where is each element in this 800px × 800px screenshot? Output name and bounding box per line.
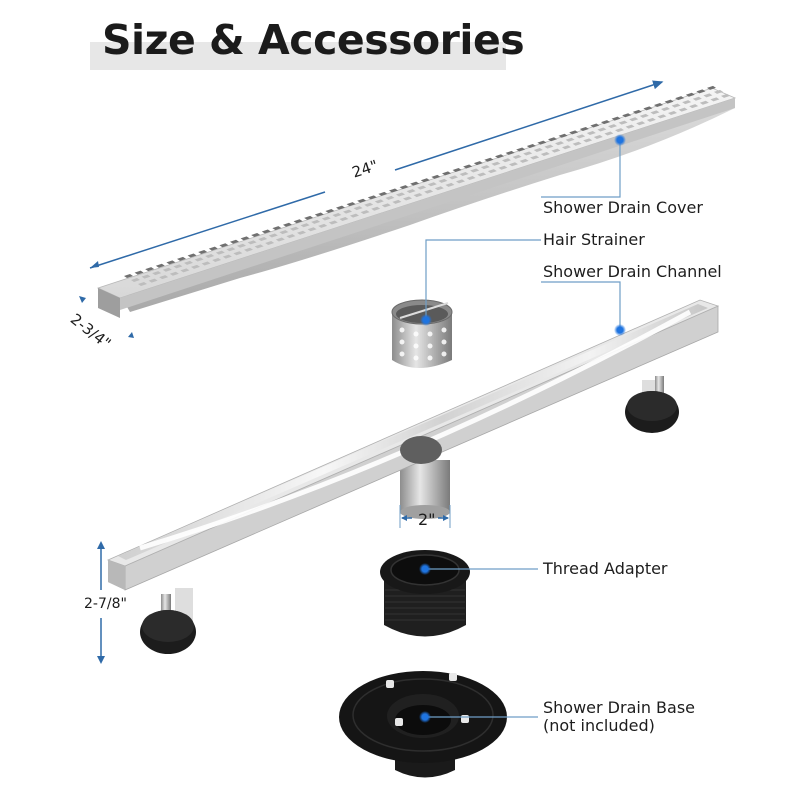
drain-base-icon [339,671,507,778]
callout-dots [419,134,626,723]
label-hair-strainer: Hair Strainer [543,230,645,249]
hair-strainer-icon [391,299,453,368]
outlet-diameter-dimension [399,505,451,528]
label-shower-drain-cover: Shower Drain Cover [543,198,703,217]
cover-width-dimension [79,296,134,338]
callout-channel-line [541,281,621,330]
thread-adapter-icon [380,550,470,637]
label-thread-adapter: Thread Adapter [543,559,668,578]
drain-channel-icon [106,299,720,654]
callout-strainer-line [425,239,541,320]
label-not-included-note: (not included) [543,716,655,735]
title-block: Size & Accessories [90,10,525,72]
leveling-leg-left [140,588,196,654]
leveling-leg-right [625,376,679,433]
drain-cover-icon [96,85,737,318]
channel-height-label: 2-7/8" [84,596,127,612]
label-shower-drain-base: Shower Drain Base [543,698,696,717]
channel-height-dimension [97,541,105,664]
callout-cover-line [541,140,621,198]
title-highlight-band [90,42,506,70]
outlet-diameter-label: 2" [418,510,436,529]
callout-lines [425,140,621,718]
cover-length-dimension [89,80,664,269]
label-shower-drain-channel: Shower Drain Channel [543,262,722,281]
page-title: Size & Accessories [102,16,525,64]
